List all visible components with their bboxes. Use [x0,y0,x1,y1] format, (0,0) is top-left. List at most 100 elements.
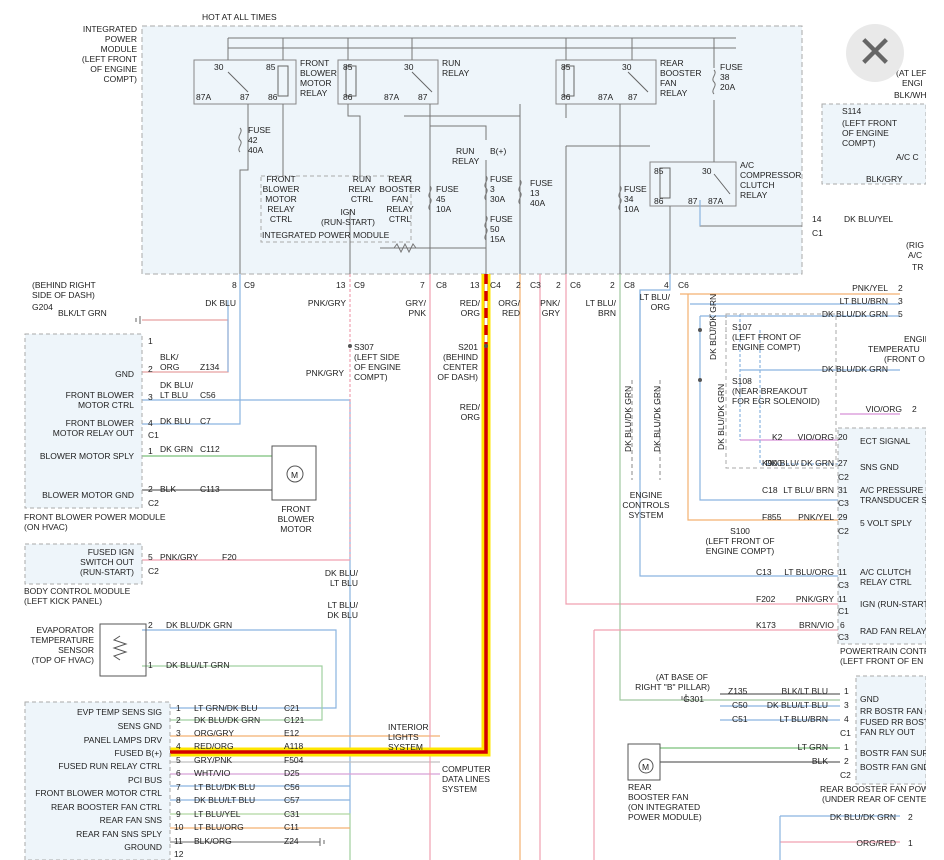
pin: 11 [838,567,847,577]
pcm-circuits: K2 K900 C18 F855 C13 F202 K173 [756,432,783,630]
pin: 3 [176,728,181,738]
pin: 1 [844,686,849,696]
wire-label: DK BLU/ [160,380,194,390]
pin: 27 [838,458,848,468]
rbfpm-label: FAN RLY OUT [860,727,915,737]
rb-motor-label: POWER MODULE) [628,812,702,822]
computer-data-lines-label: DATA LINES [442,774,490,784]
s100-label-line: (LEFT FRONT OF [705,536,774,546]
ctrl-label: RELAY [386,204,414,214]
circuit-label: C31 [284,809,300,819]
s114-label: (LEFT FRONT [842,118,897,128]
ipm-ctrl-labels: FRONT BLOWER MOTOR RELAY CTRL RUN RELAY … [263,174,421,227]
pin: 5 [176,755,181,765]
wire-label: GRY [542,308,561,318]
bcm-label: SWITCH OUT [80,557,134,567]
right-top-pin: 14 [812,214,822,224]
wire-label: RED [502,308,520,318]
wire-label: GRY/PNK [194,755,232,765]
evap-title: EVAPORATOR TEMPERATURE SENSOR (TOP OF HV… [30,625,94,665]
run-relay-2-label: RUN [456,146,474,156]
wire-label: LT BLU [330,578,358,588]
s108-label: S108 [732,376,752,386]
fuse-symbols [238,69,716,241]
fuse-label: 10A [436,204,451,214]
evap-title-line: EVAPORATOR [36,625,94,635]
ctrl-label: FRONT [266,174,295,184]
wire-label: WHT/VIO [194,768,231,778]
run-relay-pins: 85 30 86 87A 87 [343,62,428,102]
pin: 1 [148,336,153,346]
ctrl-label: CTRL [389,214,411,224]
wire-label: PNK/ [540,298,560,308]
circuit-label: C57 [284,795,300,805]
wire-label: DK BLU [327,610,358,620]
right-top-label: ENGI [902,78,923,88]
fbpm-label: BLOWER MOTOR GND [42,490,134,500]
s201-wire-label: RED/ [460,402,481,412]
pin: 1 [148,446,153,456]
fuse-label: FUSE [436,184,459,194]
ctrl-label: BOOSTER [379,184,421,194]
right-top-label: TR [912,262,923,272]
fbpm-title: FRONT BLOWER POWER MODULE [24,512,166,522]
s201-wire-label: ORG [461,412,480,422]
circuit-label: C112 [200,444,220,454]
bcm-connector: C2 [148,566,159,576]
ipm-title-line: POWER [105,34,137,44]
relay-pin: 85 [561,62,571,72]
relay-pin: 30 [214,62,224,72]
g301-label-line: G301 [683,694,704,704]
ecs-label-line: CONTROLS [622,500,670,510]
computer-data-lines-label: COMPUTER [442,764,491,774]
wire-label: LT GRN [798,742,828,752]
relay-coil-rb [563,65,575,97]
motor-label-line: MOTOR [280,524,311,534]
wire-label: DK BLU/LT BLU [767,700,828,710]
interior-lights-label: SYSTEM [388,742,423,752]
hvac-module-box [24,701,171,860]
right-top-label: A/C [908,250,922,260]
evap-title-line: SENSOR [58,645,94,655]
connector: C3 [838,498,849,508]
s201-label-line: S201 [458,342,478,352]
pcm-label: RELAY CTRL [860,577,912,587]
ctrl-label: REAR [388,174,412,184]
ipm-title-line: INTEGRATED [83,24,137,34]
hvac-label: FUSED RUN RELAY CTRL [58,761,162,771]
circuit-label: Z134 [200,362,220,372]
engine-controls-label: ENGINE CONTROLS SYSTEM [622,490,670,520]
close-button[interactable]: ✕ [846,24,904,82]
splice-dots [348,328,702,382]
pin: 1 [844,742,849,752]
right-top-wire-label: BLK/GRY [866,174,903,184]
relay-coil-fb [277,65,289,97]
hvac-label: REAR BOOSTER FAN CTRL [51,802,162,812]
s114-label: OF ENGINE [842,128,889,138]
ground-symbols [135,316,687,846]
circuit-label: F504 [284,755,304,765]
ac-relay-pins: 85 30 86 87 87A [654,166,723,206]
ipm-title-line: (LEFT FRONT [82,54,137,64]
wire-label: LT BLU/ORG [194,822,244,832]
pcm-label: SNS GND [860,462,899,472]
resistor [393,242,417,254]
s307-label: (LEFT SIDE [354,352,400,362]
relay-pin: 85 [266,62,276,72]
pin: 2 [908,812,913,822]
wire-label: LT BLU/ [328,600,359,610]
run-relay-label: RELAY [442,68,470,78]
rb-relay-label: FAN [660,78,677,88]
circuit-label: C11 [284,822,299,832]
hvac-pins: 1 2 3 4 5 6 7 8 9 10 11 12 [174,703,184,859]
relay-switch-run [411,71,433,93]
wire-label: DK BLU/LT BLU [194,795,255,805]
pin: 3 [898,296,903,306]
right-top-connector: C1 [812,228,823,238]
fuse-label: FUSE [490,174,513,184]
fuse-label: FUSE [624,184,647,194]
connector-pin: C9 [354,280,365,290]
rb-relay-pins: 85 30 86 87A 87 [561,62,638,102]
engine-temp-label: ENGINE C [904,334,944,344]
relay-pin: 87A [384,92,399,102]
